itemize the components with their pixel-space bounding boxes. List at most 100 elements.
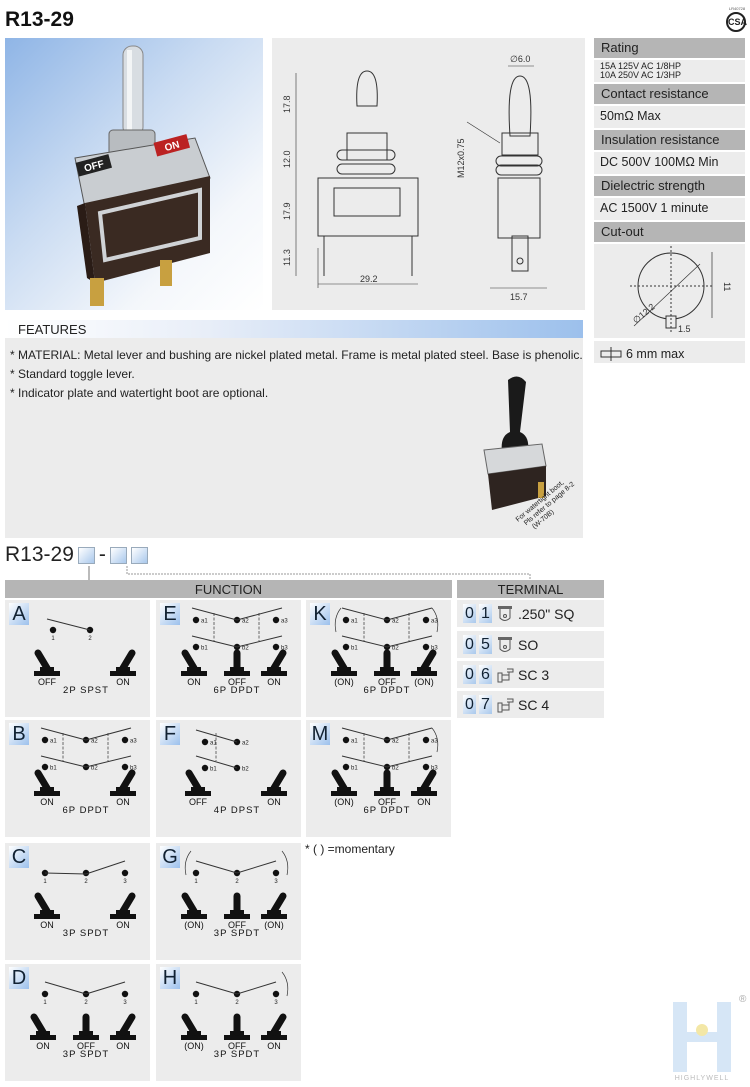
contact-dot [121,736,129,744]
contact-label: a2 [392,619,399,625]
contact-label: 1 [194,879,198,885]
function-code-box [77,546,95,564]
toggle-right-icon [261,649,287,676]
position-label: OFF [228,1041,246,1051]
function-name: 6P DPDT [63,805,110,816]
part-number-leaders [88,566,531,580]
contact-label: 2 [235,1000,239,1006]
screw-terminal-icon [497,698,514,712]
contact-link [85,727,132,741]
contact-link [236,635,283,648]
position-label: ON [36,1041,50,1051]
contact-dot [342,763,350,771]
contact-dot [422,763,430,771]
contact-dot [121,990,129,998]
part-number-format: R13-29 - [5,543,148,567]
toggle-right-icon [411,769,437,796]
contact-label: b1 [351,646,358,652]
contact-label: 1 [43,1000,47,1006]
function-letter: D [9,967,29,989]
contact-link [236,981,277,995]
toggle-left-icon [181,1013,207,1040]
contact-link [386,635,433,648]
contact-label: a2 [392,739,399,745]
csa-certification-logo: LR40728 CSA [726,6,748,36]
contact-dot [233,764,241,772]
momentary-arrow-icon [281,971,289,997]
terminal-type-label: SC 3 [518,666,550,683]
toggle-right-icon [261,1013,287,1040]
features-header: FEATURES [5,320,583,338]
contact-link [46,618,91,631]
contact-label: b3 [431,766,438,772]
function-letter: K [310,603,330,625]
toggle-left-icon [34,769,60,796]
momentary-arrow-icon [184,850,192,876]
momentary-note: * ( ) =momentary [305,842,395,856]
terminal-header: TERMINAL [457,580,604,598]
contact-label: a1 [210,741,217,747]
contact-label: b3 [281,646,288,652]
toggle-left-icon [331,769,357,796]
contact-dot [121,869,129,877]
contact-label: a3 [431,619,438,625]
contact-link [341,607,388,621]
contact-link [341,755,388,768]
contact-link [40,755,87,768]
contact-label: a3 [281,619,288,625]
product-photo: ON OFF [5,38,263,310]
contact-link [195,860,238,874]
brand-name: HIGHLYWELL [675,1075,730,1082]
toggle-left-icon [181,649,207,676]
toggle-left-icon [185,769,211,796]
position-label: ON [267,1041,281,1051]
function-letter: A [9,603,29,625]
contact-dot [121,763,129,771]
dim-lever-height: 17.8 [282,95,292,113]
function-header: FUNCTION [5,580,452,598]
contact-dot [342,736,350,744]
contact-dot [272,869,280,877]
csa-mark: CSA [726,12,747,32]
panel-thickness-icon [600,346,622,361]
contact-label: b2 [91,766,98,772]
terminal-type-label: SO [518,636,539,653]
position-label: OFF [378,677,396,687]
front-view: 17.8 12.0 17.9 11.3 29.2 [282,70,419,288]
contact-label: 2 [88,636,92,642]
contact-link [386,607,433,621]
function-name: 3P SPDT [63,1049,109,1060]
contact-label: b1 [50,766,57,772]
part-number-separator: - [98,543,106,566]
toggle-left-icon [30,1013,56,1040]
feature-item: * MATERIAL: Metal lever and bushing are … [10,348,583,362]
registered-mark: ® [739,994,747,1005]
dim-depth: 15.7 [510,292,528,302]
solder-lug-icon [498,636,512,652]
contact-label: 3 [123,879,127,885]
contact-dot [192,990,200,998]
toggle-center-icon [374,649,400,676]
position-label: OFF [38,677,56,687]
toggle-left-icon [181,892,207,919]
momentary-arrow-icon [281,850,289,876]
toggle-center-icon [374,769,400,796]
toggle-left-icon [34,892,60,919]
contact-dot [422,616,430,624]
contact-label: b1 [351,766,358,772]
contact-label: 1 [51,636,55,642]
contact-label: a2 [91,739,98,745]
contact-label: b2 [242,646,249,652]
dim-terminal-height: 11.3 [282,249,292,266]
contact-dot [272,990,280,998]
